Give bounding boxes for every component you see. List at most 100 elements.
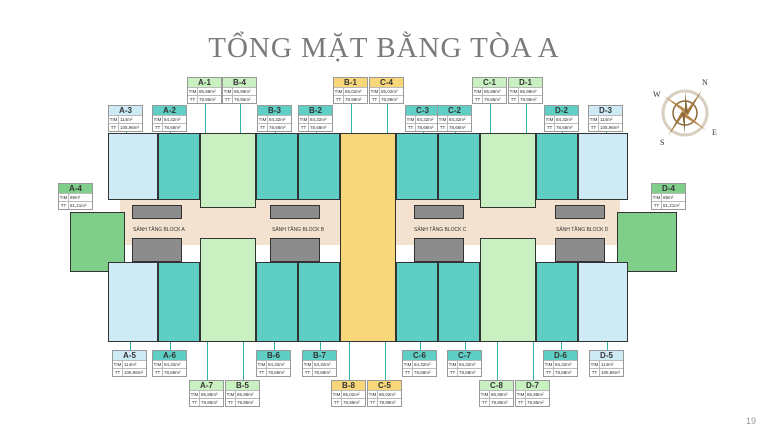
compass-south: S [660,138,665,147]
tim-area: 84,32m² [164,362,181,367]
tim-label: TIM [299,116,309,123]
tt-area: 79,95m² [201,400,218,405]
unit-name: B-3 [258,106,291,115]
tim-label: TIM [370,88,380,95]
tt-label: TT [403,369,413,376]
unit-plan-C-3 [396,133,438,200]
compass-east: E [712,128,717,137]
tt-label: TT [257,369,267,376]
tt-label: TT [303,369,313,376]
unit-name: D-2 [545,106,578,115]
stair-core [414,205,464,219]
unit-name: B-2 [299,106,332,115]
tim-label: TIM [226,391,236,398]
tt-label: TT [113,369,123,376]
stair-core [414,238,464,262]
tt-label: TT [153,124,163,131]
unit-name: C-7 [448,351,481,360]
unit-plan-A-1-B-4 [200,133,256,208]
compass-north: N [702,78,708,87]
tim-area: 85,02m² [381,89,398,94]
tim-label: TIM [509,88,519,95]
leader-line [387,103,388,133]
stair-core [270,205,320,219]
tim-area: 114m² [120,117,133,122]
leader-line [497,342,498,380]
tim-area: 84,32m² [459,362,476,367]
unit-name: D-7 [516,381,549,390]
tim-label: TIM [473,88,483,95]
tt-label: TT [223,96,233,103]
tim-label: TIM [258,116,268,123]
tt-area: 79,95m² [237,400,254,405]
tt-area: 78,99m² [379,400,396,405]
leader-line [420,342,421,350]
stair-core [555,238,605,262]
unit-plan-C-1-D-1 [480,133,536,208]
unit-plan-B-2 [298,133,340,200]
tt-area: 78,68m² [314,370,331,375]
leader-line [349,342,350,380]
unit-plan-B-3 [256,133,298,200]
leader-line [205,103,206,133]
unit-name: C-4 [370,78,403,87]
unit-name: B-5 [226,381,259,390]
tim-label: TIM [652,194,662,201]
tt-area: 79,95m² [484,97,501,102]
tt-label: TT [473,96,483,103]
tt-area: 105,96m² [120,125,140,130]
unit-plan-A-2 [158,133,200,200]
unit-plan-C-7 [438,262,480,342]
tim-area: 84,32m² [164,117,181,122]
tim-area: 85,98m² [201,392,218,397]
tim-label: TIM [406,116,416,123]
tt-label: TT [544,369,554,376]
compass-icon [661,89,709,137]
tim-area: 85,02m² [345,89,362,94]
unit-name: D-6 [544,351,577,360]
tim-label: TIM [480,391,490,398]
tt-area: 79,95m² [491,400,508,405]
unit-name: B-6 [257,351,290,360]
unit-name: C-6 [403,351,436,360]
unit-name: A-7 [190,381,223,390]
leader-line [351,103,352,133]
tim-area: 85,98m² [234,89,251,94]
tt-label: TT [188,96,198,103]
tim-label: TIM [332,391,342,398]
unit-plan-A-5 [108,262,158,342]
leader-line [607,342,608,350]
unit-name: D-4 [652,184,685,193]
tt-area: 78,99m² [381,97,398,102]
tt-label: TT [332,399,342,406]
compass-west: W [653,90,661,99]
tt-label: TT [406,124,416,131]
tim-area: 85,02m² [379,392,396,397]
tim-label: TIM [59,194,69,201]
leader-line [561,342,562,350]
tim-area: 85,98m² [520,89,537,94]
tim-label: TIM [190,391,200,398]
tim-area: 89m² [663,195,674,200]
unit-plan-C-8-D-7 [480,238,536,342]
tim-area: 85,98m² [484,89,501,94]
tt-label: TT [368,399,378,406]
leader-line [490,103,491,133]
tt-area: 105,96m² [124,370,144,375]
tt-label: TT [590,369,600,376]
